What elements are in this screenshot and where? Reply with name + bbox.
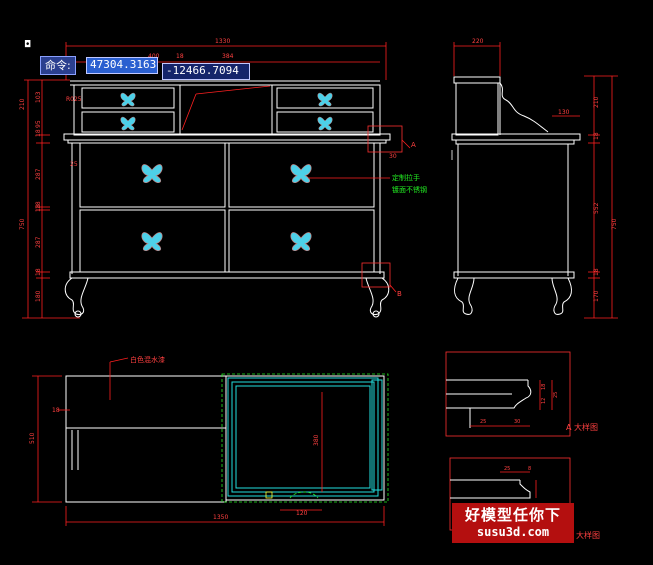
coordinate-x-readout[interactable]: 47304.3163 <box>86 57 158 74</box>
svg-text:120: 120 <box>296 510 308 517</box>
front-notes: 定制拉手 镀面不锈钢 <box>392 173 427 194</box>
detail-b: 25 8 大样图 <box>449 457 600 540</box>
svg-text:定制拉手: 定制拉手 <box>392 173 420 182</box>
svg-text:18: 18 <box>593 268 600 276</box>
svg-text:12: 12 <box>541 398 547 404</box>
svg-text:18: 18 <box>35 201 42 209</box>
svg-text:镀面不锈钢: 镀面不锈钢 <box>392 185 427 194</box>
butterfly-handles <box>120 92 333 252</box>
front-elevation <box>63 80 391 318</box>
plan-dim-text: 1350 510 380 120 18 <box>29 407 320 521</box>
svg-text:18: 18 <box>176 53 184 60</box>
detail-b-title: 大样图 <box>576 530 600 540</box>
butterfly-handle-icon <box>290 232 312 252</box>
watermark-url: susu3d.com <box>476 525 550 539</box>
svg-text:25: 25 <box>70 161 78 168</box>
svg-text:103: 103 <box>35 91 42 103</box>
svg-text:210: 210 <box>19 98 26 110</box>
svg-text:B: B <box>397 290 402 298</box>
svg-text:170: 170 <box>593 290 600 302</box>
svg-text:8: 8 <box>528 466 531 472</box>
svg-text:18: 18 <box>35 129 42 137</box>
svg-text:18: 18 <box>541 384 547 390</box>
svg-text:220: 220 <box>472 38 484 45</box>
svg-text:552: 552 <box>593 202 600 214</box>
site-watermark: 好模型任你下 susu3d.com <box>452 503 574 543</box>
svg-text:18: 18 <box>35 268 42 276</box>
front-dim-text: 1330 400 18 384 R025 30 25 <box>66 38 397 168</box>
butterfly-handle-icon <box>120 92 136 107</box>
svg-text:25: 25 <box>553 392 559 398</box>
svg-text:510: 510 <box>29 432 36 444</box>
detail-a-title: A 大样图 <box>566 422 598 432</box>
svg-text:18: 18 <box>52 407 60 414</box>
svg-text:384: 384 <box>222 53 234 60</box>
svg-text:287: 287 <box>35 236 42 248</box>
dim-front-width: 1330 <box>215 38 230 45</box>
detail-a: 25 30 12 25 18 A 大样图 <box>445 351 598 437</box>
svg-text:380: 380 <box>313 434 320 446</box>
butterfly-handle-icon <box>120 116 136 131</box>
butterfly-handle-icon <box>317 92 333 107</box>
watermark-slogan: 好模型任你下 <box>464 506 561 524</box>
callout-labels: A B <box>397 141 416 298</box>
svg-text:95: 95 <box>35 120 42 128</box>
svg-text:1350: 1350 <box>213 514 228 521</box>
plan-dimensions <box>32 357 385 526</box>
ucs-icon: ◘ <box>24 40 32 50</box>
svg-text:A: A <box>411 141 416 149</box>
butterfly-handle-icon <box>141 232 163 252</box>
svg-text:30: 30 <box>514 419 520 425</box>
butterfly-handle-icon <box>141 164 163 184</box>
svg-text:18: 18 <box>35 204 42 212</box>
svg-text:287: 287 <box>35 168 42 180</box>
coordinate-y-readout[interactable]: -12466.7094 <box>162 63 250 80</box>
plan-inner-cyan <box>227 377 383 497</box>
svg-text:25: 25 <box>504 466 510 472</box>
side-elevation <box>451 76 581 315</box>
svg-text:30: 30 <box>389 153 397 160</box>
side-dim-text: 220 130 210 18 552 18 170 750 <box>472 38 618 302</box>
svg-text:750: 750 <box>19 218 26 230</box>
svg-text:400: 400 <box>148 53 160 60</box>
plan-view <box>65 375 385 503</box>
svg-text:130: 130 <box>558 109 570 116</box>
svg-text:25: 25 <box>480 419 486 425</box>
svg-text:750: 750 <box>611 218 618 230</box>
svg-text:180: 180 <box>35 290 42 302</box>
butterfly-handle-icon <box>290 164 312 184</box>
plan-paint-note: 白色混水漆 <box>130 355 165 364</box>
svg-text:210: 210 <box>593 96 600 108</box>
command-prompt[interactable]: 命令: <box>40 56 76 75</box>
side-dimensions <box>451 42 618 319</box>
plan-boundary-green <box>221 373 389 503</box>
front-dim-vertical-text: 210 103 18 95 18 287 18 287 18 180 750 <box>19 91 42 302</box>
svg-text:R025: R025 <box>66 96 82 103</box>
svg-text:18: 18 <box>593 132 600 140</box>
butterfly-handle-icon <box>317 116 333 131</box>
